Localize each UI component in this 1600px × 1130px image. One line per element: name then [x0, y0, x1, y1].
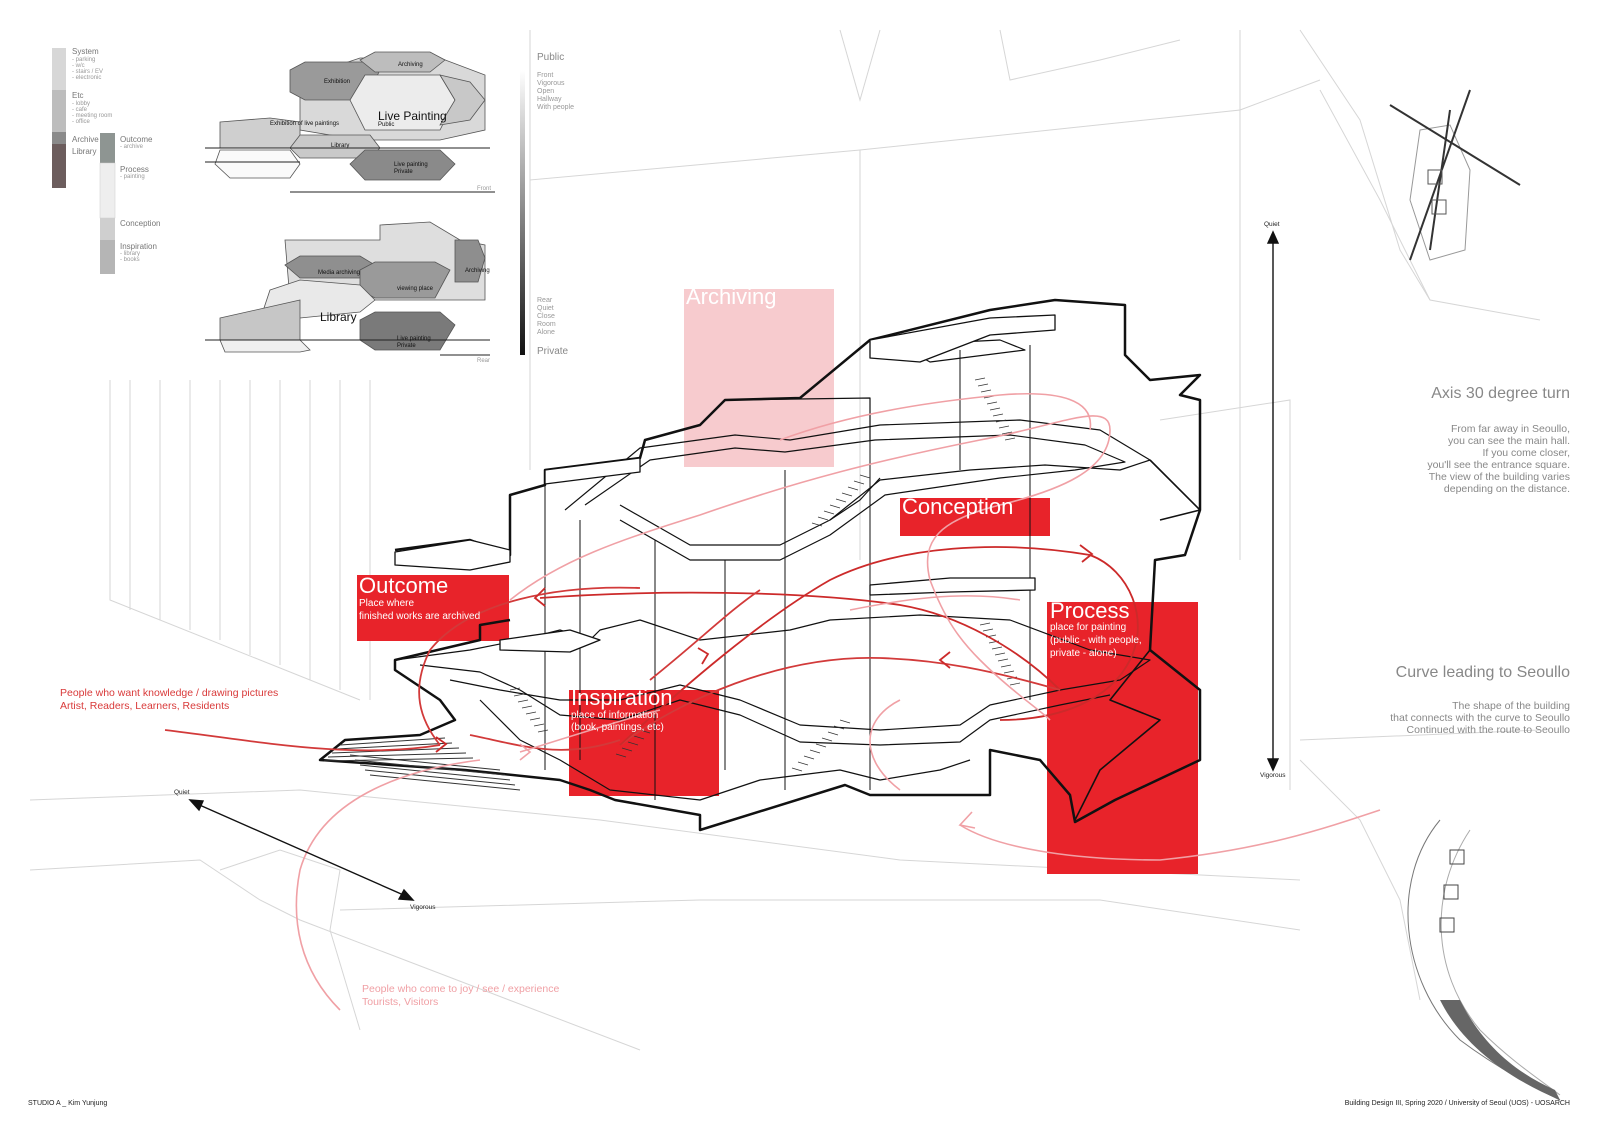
axis-turn-line: If you come closer,: [1482, 447, 1570, 459]
scale-top-item: Open: [537, 88, 555, 95]
zone-conception-title: Conception: [902, 494, 1014, 519]
axis-turn-line: depending on the distance.: [1443, 483, 1570, 495]
curve-line: that connects with the curve to Seoullo: [1390, 712, 1570, 724]
front-label-public: Public: [378, 122, 395, 128]
axis-turn-title: Axis 30 degree turn: [1431, 385, 1570, 402]
front-label-live-painting-small: Live painting: [394, 162, 428, 168]
zone-inspiration-desc: place of information: [571, 710, 659, 721]
front-label-exhibition-live: Exhibition of live paintings: [270, 121, 340, 127]
zone-inspiration-title: Inspiration: [571, 685, 673, 710]
rear-label-live-painting: Live painting: [397, 336, 431, 342]
zone-process-desc: place for painting: [1050, 622, 1127, 633]
zone-inspiration-box: [569, 690, 719, 796]
legend-library: Library: [72, 147, 97, 156]
legend-inspiration-item: - library: [120, 251, 141, 257]
front-label-exhibition: Exhibition: [324, 79, 351, 85]
scale-top-item: With people: [537, 104, 574, 111]
zone-inspiration-desc: (book, paintings, etc): [571, 722, 664, 733]
legend-system-item: - electronic: [72, 75, 102, 81]
scale-public: Public: [537, 52, 565, 63]
footer-right: Building Design III, Spring 2020 / Unive…: [1344, 1100, 1570, 1107]
zone-process-desc: (public - with people,: [1050, 635, 1142, 646]
people-pink-line2: Tourists, Visitors: [362, 996, 439, 1008]
legend-etc-item: - cafe: [72, 107, 88, 113]
rear-label-viewing-place: viewing place: [397, 286, 434, 292]
people-red-line2: Artist, Readers, Learners, Residents: [60, 700, 230, 712]
zone-outcome-desc: finished works are archived: [359, 611, 481, 622]
legend-conception: Conception: [120, 219, 161, 228]
front-tag: Front: [477, 186, 492, 192]
legend-process-item: - painting: [120, 174, 145, 180]
legend-system-item: - parking: [72, 57, 96, 63]
rear-label-archiving: Archiving: [465, 268, 490, 274]
curve-line: The shape of the building: [1452, 700, 1570, 712]
axis-vertical-bottom: Vigorous: [1260, 772, 1286, 779]
zone-outcome-desc: Place where: [359, 598, 415, 609]
axis-turn-line: you can see the main hall.: [1448, 435, 1570, 447]
front-label-archiving: Archiving: [398, 62, 423, 68]
rear-tag: Rear: [477, 358, 491, 364]
scale-top-item: Hallway: [537, 96, 562, 103]
legend-etc-item: - office: [72, 119, 90, 125]
scale-top-item: Front: [537, 72, 554, 79]
people-pink-line1: People who come to joy / see / experienc…: [362, 983, 560, 995]
axis-turn-line: The view of the building varies: [1428, 471, 1570, 483]
front-label-library: Library: [331, 143, 350, 149]
legend-archive: Archive: [72, 135, 99, 144]
front-label-live-painting: Live Painting: [378, 109, 447, 123]
rear-label-private: Private: [397, 343, 416, 349]
scale-bottom-item: Alone: [537, 329, 555, 336]
zone-outcome-title: Outcome: [359, 573, 449, 598]
curve-line: Continued with the route to Seoullo: [1406, 724, 1570, 736]
legend-etc-item: - lobby: [72, 101, 91, 107]
axis-vertical-top: Quiet: [1264, 221, 1280, 228]
scale-bottom-item: Close: [537, 313, 555, 320]
axis-turn-line: you'll see the entrance square.: [1427, 459, 1570, 471]
scale-private: Private: [537, 346, 569, 357]
legend-inspiration-item: - books: [120, 257, 140, 263]
legend-process: Process: [120, 165, 149, 174]
legend-system: System: [72, 47, 99, 56]
scale-bottom-item: Rear: [537, 297, 553, 304]
zone-outcome-box: [357, 575, 509, 641]
rear-label-media-archiving: Media archiving: [318, 270, 361, 276]
footer-left: STUDIO A _ Kim Yunjung: [28, 1100, 108, 1107]
axis-turn-line: From far away in Seoullo,: [1450, 423, 1570, 435]
legend-system-item: - stairs / EV: [72, 69, 104, 75]
legend-etc-item: - meeting room: [72, 113, 113, 119]
zone-conception-box: [900, 498, 1050, 536]
axis-diag-top: Quiet: [174, 789, 190, 796]
scale-bottom-item: Room: [537, 321, 556, 328]
zone-archiving-title: Archiving: [686, 284, 777, 309]
legend-inspiration: Inspiration: [120, 242, 157, 251]
legend-system-item: - w/c: [72, 63, 85, 69]
rear-label-library: Library: [320, 310, 357, 324]
legend-etc: Etc: [72, 91, 84, 100]
zone-process-title: Process: [1050, 598, 1130, 623]
zone-process-box: [1047, 602, 1198, 874]
legend-outcome-item: - archive: [120, 144, 144, 150]
curve-title: Curve leading to Seoullo: [1395, 664, 1570, 681]
people-red-line1: People who want knowledge / drawing pict…: [60, 687, 279, 699]
scale-top-item: Vigorous: [537, 80, 565, 87]
scale-bottom-item: Quiet: [537, 305, 554, 312]
zone-process-desc: private - alone): [1050, 648, 1117, 659]
axis-diag-bottom: Vigorous: [410, 904, 436, 911]
legend-outcome: Outcome: [120, 135, 153, 144]
front-label-private: Private: [394, 169, 413, 175]
